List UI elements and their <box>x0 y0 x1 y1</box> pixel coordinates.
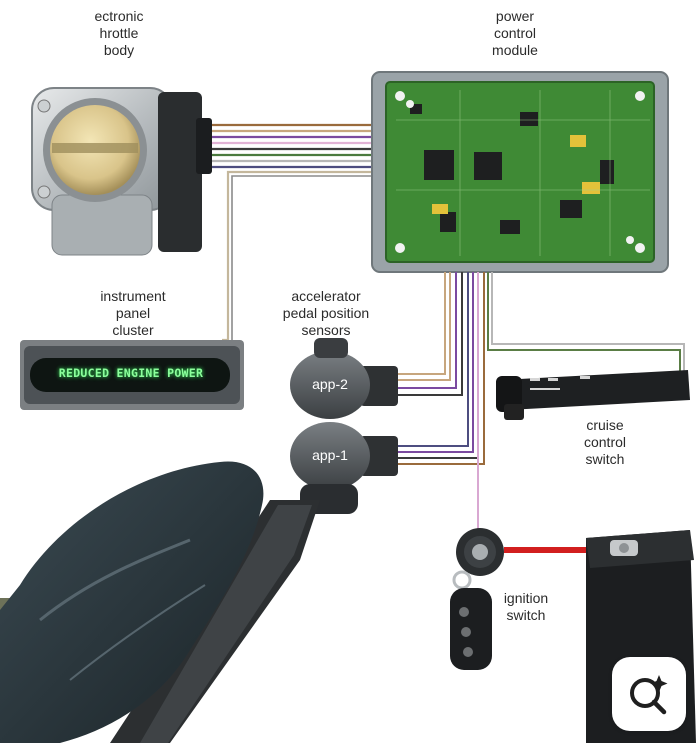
ignition-switch-illustration <box>450 528 504 670</box>
sensor-label-app-1: app-1 <box>312 447 348 463</box>
label-cruise-switch: cruise control switch <box>583 417 627 467</box>
cruise-switch-illustration <box>496 370 690 420</box>
lens-sparkle-icon <box>630 675 668 715</box>
app-sensor-illustration <box>290 338 398 514</box>
cluster-message: REDUCED ENGINE POWER <box>58 366 204 380</box>
throttle-body-illustration <box>31 87 212 256</box>
label-pcm: power control module <box>492 8 538 58</box>
instrument-cluster-illustration <box>20 340 244 410</box>
label-throttle-body: ectronic hrottle body <box>94 8 144 58</box>
sensor-label-app-2: app-2 <box>312 376 348 392</box>
label-app-sensors: accelerator pedal position sensors <box>282 288 370 338</box>
label-instrument-cluster: instrument panel cluster <box>100 288 166 338</box>
wiring-harness-throttle <box>212 123 380 342</box>
wiring-harness-app <box>396 272 685 535</box>
label-ignition-switch: ignition switch <box>503 590 549 623</box>
pcm-illustration <box>371 71 669 273</box>
visual-search-button[interactable] <box>612 657 686 731</box>
shoe-illustration <box>0 461 264 743</box>
